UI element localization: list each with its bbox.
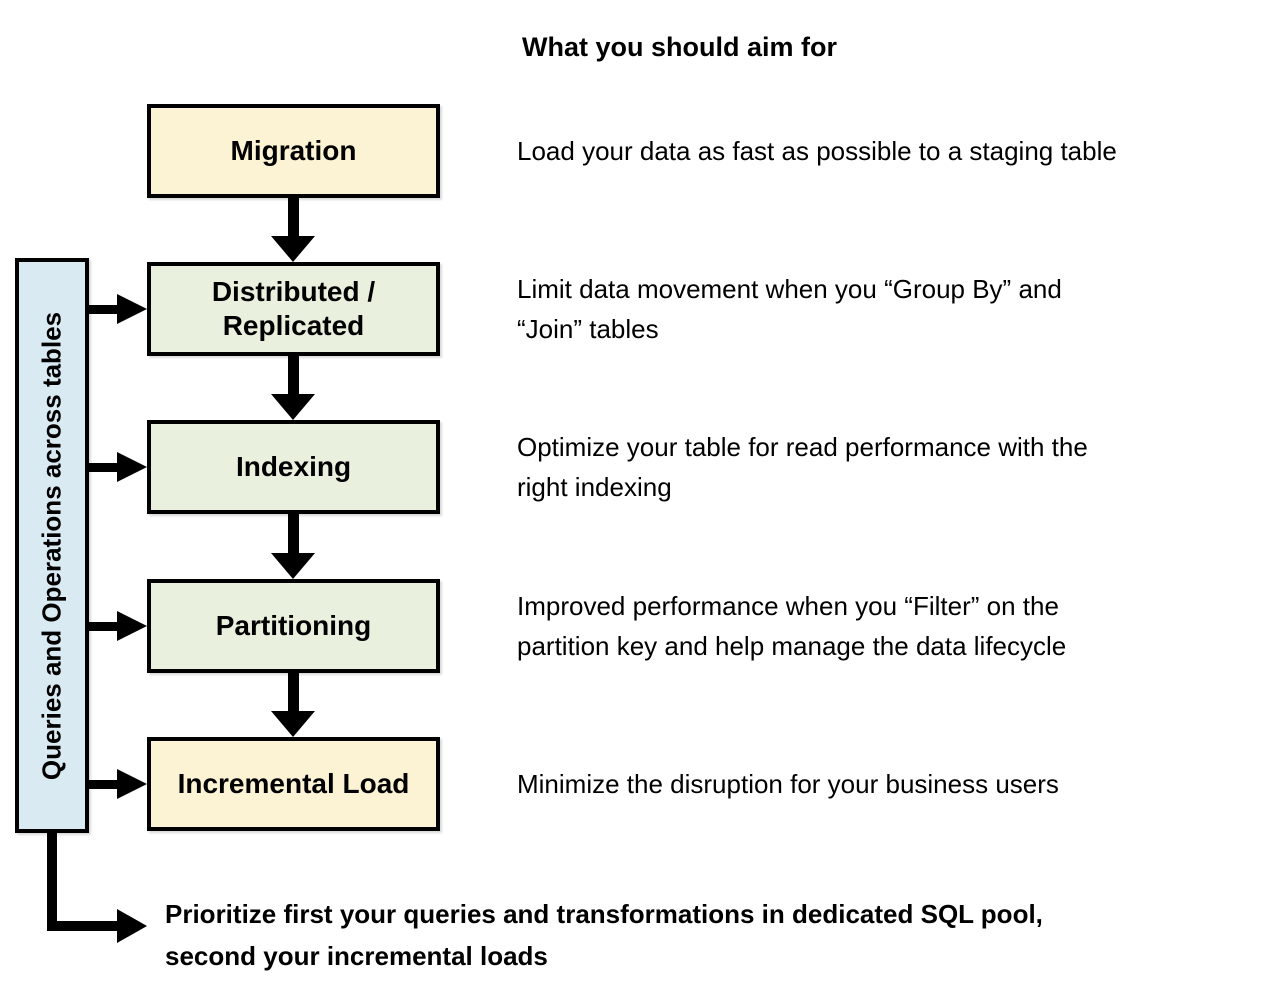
arrow-head-icon bbox=[271, 236, 315, 262]
flow-box-label: Partitioning bbox=[215, 610, 372, 641]
flow-box-label: Indexing bbox=[235, 451, 352, 482]
arrow-stem bbox=[288, 198, 299, 236]
arrow-head-icon bbox=[117, 909, 147, 943]
desc-line: Optimize your table for read performance… bbox=[517, 432, 1088, 462]
flow-box-label: Incremental Load bbox=[177, 768, 410, 799]
desc-line: Limit data movement when you “Group By” … bbox=[517, 274, 1062, 304]
footer-note-line: Prioritize first your queries and transf… bbox=[165, 899, 1043, 929]
arrow-stem bbox=[288, 514, 299, 553]
desc-line: partition key and help manage the data l… bbox=[517, 631, 1067, 661]
arrow-stem bbox=[88, 305, 119, 314]
desc-partitioning: Improved performance when you “Filter” o… bbox=[517, 586, 1066, 666]
flow-box-partitioning: Partitioning bbox=[147, 579, 440, 673]
flow-box-indexing: Indexing bbox=[147, 420, 440, 514]
arrow-head-icon bbox=[271, 711, 315, 737]
desc-distributed-replicated: Limit data movement when you “Group By” … bbox=[517, 269, 1062, 349]
arrow-head-icon bbox=[271, 553, 315, 579]
aim-column-header: What you should aim for bbox=[522, 32, 837, 62]
desc-line: Improved performance when you “Filter” o… bbox=[517, 591, 1059, 621]
arrow-stem bbox=[88, 780, 119, 789]
desc-line: right indexing bbox=[517, 472, 672, 502]
flow-box-distributed-replicated: Distributed / Replicated bbox=[147, 262, 440, 356]
arrow-stem bbox=[47, 921, 119, 931]
arrow-head-icon bbox=[117, 611, 147, 641]
arrow-head-icon bbox=[117, 769, 147, 799]
arrow-stem bbox=[288, 673, 299, 711]
desc-line: “Join” tables bbox=[517, 314, 659, 344]
arrow-head-icon bbox=[117, 294, 147, 324]
arrow-stem bbox=[288, 356, 299, 394]
desc-line: Minimize the disruption for your busines… bbox=[517, 769, 1059, 799]
arrow-head-icon bbox=[271, 394, 315, 420]
footer-note-line: second your incremental loads bbox=[165, 941, 548, 971]
desc-migration: Load your data as fast as possible to a … bbox=[517, 131, 1117, 171]
desc-incremental-load: Minimize the disruption for your busines… bbox=[517, 764, 1059, 804]
queries-operations-label: Queries and Operations across tables bbox=[36, 311, 67, 780]
desc-line: Load your data as fast as possible to a … bbox=[517, 136, 1117, 166]
desc-indexing: Optimize your table for read performance… bbox=[517, 427, 1088, 507]
footer-priority-note: Prioritize first your queries and transf… bbox=[165, 893, 1043, 977]
arrow-stem bbox=[47, 831, 57, 931]
flow-box-label: Migration bbox=[230, 135, 357, 166]
arrow-stem bbox=[88, 463, 119, 472]
flow-box-incremental-load: Incremental Load bbox=[147, 737, 440, 831]
flow-box-migration: Migration bbox=[147, 104, 440, 198]
arrow-head-icon bbox=[117, 452, 147, 482]
flow-box-label: Distributed / Replicated bbox=[211, 276, 376, 341]
arrow-stem bbox=[88, 622, 119, 631]
queries-operations-box: Queries and Operations across tables bbox=[15, 258, 89, 833]
